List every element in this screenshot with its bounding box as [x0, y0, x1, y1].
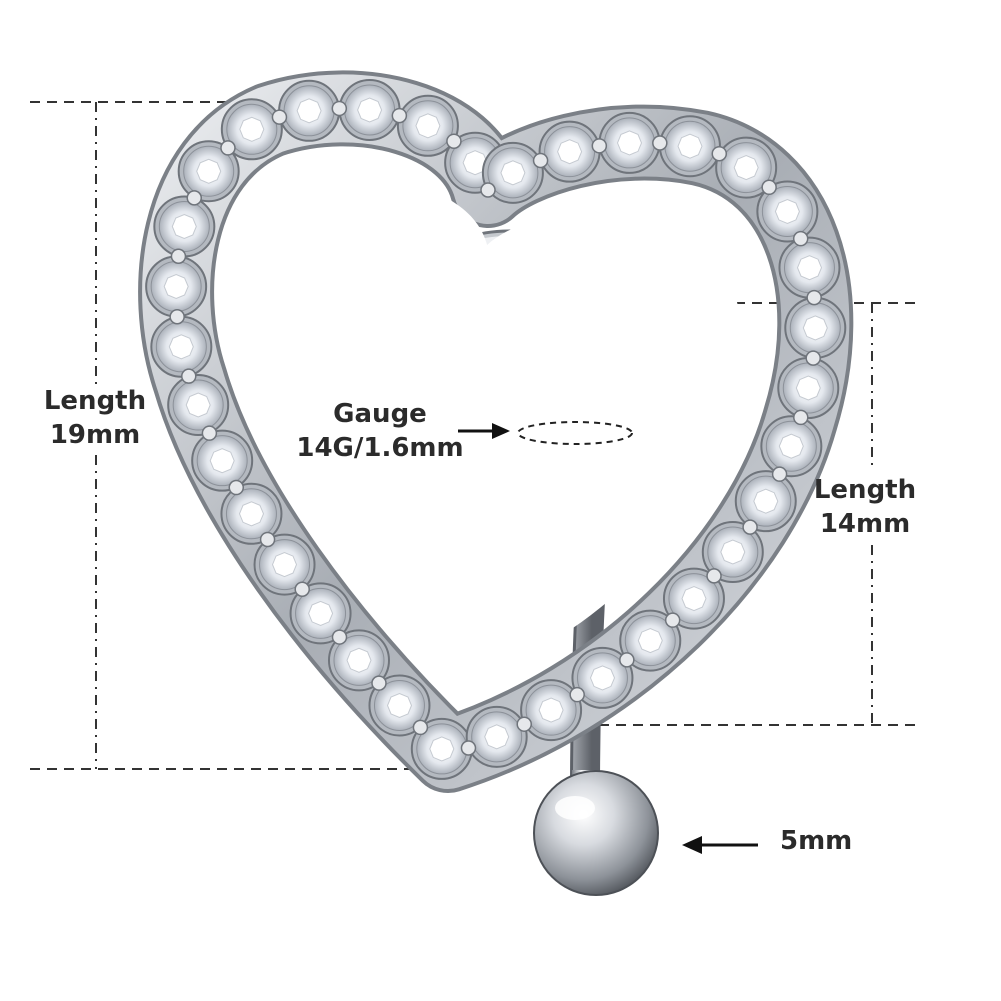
heart-stones — [145, 78, 847, 780]
heart-stone — [338, 78, 401, 141]
heart-stone — [538, 120, 601, 183]
stone-prong — [181, 368, 197, 384]
heart-stone — [396, 94, 459, 157]
stone-prong — [170, 248, 187, 264]
stone-prong — [186, 190, 202, 206]
heart-stone — [777, 357, 840, 420]
heart-stone — [520, 679, 583, 742]
stone-prong — [805, 350, 821, 366]
heart-stone — [177, 140, 240, 203]
dimension-lines-length-19 — [30, 101, 458, 770]
stone-prong — [446, 133, 462, 149]
gauge-title: Gauge — [333, 399, 427, 429]
heart-stone — [253, 533, 316, 596]
heart-stone — [278, 79, 341, 142]
stone-prong — [706, 568, 722, 584]
stone-prong — [652, 135, 668, 151]
heart-stone — [662, 567, 725, 630]
heart-stone — [481, 141, 544, 204]
heart-stone — [150, 315, 213, 378]
stone-prong — [259, 531, 276, 548]
stone-prong — [371, 675, 387, 691]
stone-prong — [412, 719, 429, 736]
stone-prong — [711, 145, 728, 162]
heart-stone — [191, 429, 254, 492]
stone-prong — [480, 182, 496, 198]
length-19-label: Length 19mm — [30, 384, 160, 452]
stone-prong — [331, 629, 348, 645]
ball-size-value: 5mm — [780, 826, 853, 856]
stone-prong — [460, 740, 477, 756]
stone-prong — [532, 152, 549, 169]
stone-prong — [761, 179, 777, 196]
heart-stone — [715, 136, 778, 199]
length-14-value: 14mm — [819, 509, 911, 539]
length-14-label: Length 14mm — [800, 473, 930, 541]
heart-stone — [327, 629, 390, 692]
dimension-lines-length-14 — [548, 302, 915, 726]
stone-prong — [331, 100, 348, 117]
heart-stone — [734, 470, 797, 533]
stone-prong — [169, 309, 185, 325]
length-19-title: Length — [43, 386, 147, 416]
gauge-label: Gauge 14G/1.6mm — [280, 397, 480, 465]
heart-stone — [167, 373, 230, 436]
heart-stone — [571, 646, 634, 709]
stone-prong — [220, 140, 236, 156]
heart-stone — [778, 236, 841, 299]
heart-stone — [756, 180, 819, 243]
heart-stone — [760, 415, 823, 478]
gauge-value: 14G/1.6mm — [296, 433, 464, 463]
stone-prong — [742, 519, 758, 535]
heart-frame — [138, 70, 854, 793]
gauge-arrow-head — [492, 423, 510, 439]
stone-prong — [806, 289, 822, 306]
heart-stone — [145, 255, 208, 318]
gauge-indicator — [458, 421, 633, 445]
heart-stone — [465, 705, 528, 768]
heart-stone — [598, 111, 661, 174]
heart-stone — [289, 582, 352, 645]
stone-prong — [201, 425, 218, 441]
gauge-ring — [517, 421, 633, 445]
stone-prong — [771, 466, 788, 482]
heart-stone — [619, 609, 682, 672]
stone-prong — [516, 716, 532, 732]
heart-stone — [784, 296, 847, 359]
ball-arrow — [682, 836, 758, 854]
length-19-value: 19mm — [49, 420, 141, 450]
ball-arrow-head — [682, 836, 702, 854]
stone-prong — [271, 109, 288, 125]
stone-prong — [619, 652, 635, 668]
heart-stone — [220, 98, 283, 161]
ball-5mm — [533, 770, 659, 896]
stone-prong — [569, 686, 585, 703]
length-14-title: Length — [813, 475, 917, 505]
stone-prong — [664, 612, 681, 628]
stone-prong — [793, 409, 809, 426]
heart-stone — [701, 521, 764, 584]
bottom-ball — [533, 770, 659, 896]
stone-prong — [792, 230, 809, 247]
stone-prong — [228, 479, 245, 496]
stone-prong — [294, 581, 310, 597]
heart-stone — [368, 674, 431, 737]
heart-stone — [220, 482, 283, 545]
stone-prong — [591, 138, 608, 154]
heart-stone — [153, 195, 216, 258]
stone-prong — [391, 107, 408, 124]
ball-size-label: 5mm — [780, 824, 860, 858]
heart-stone — [658, 115, 721, 178]
